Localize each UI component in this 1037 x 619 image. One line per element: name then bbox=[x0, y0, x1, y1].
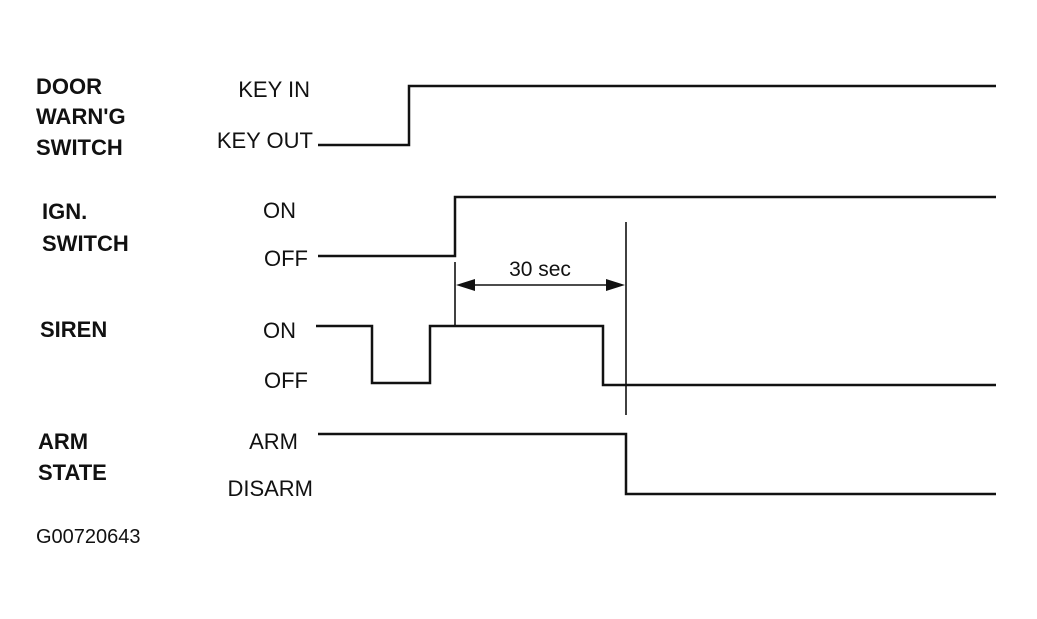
siren-signal-name-line-1: SIREN bbox=[40, 317, 107, 342]
siren-low-state-label: OFF bbox=[264, 368, 308, 393]
ignition-switch-row: IGN. SWITCH ON OFF bbox=[42, 195, 996, 271]
door-signal-name-line-1: DOOR bbox=[36, 74, 102, 99]
ign-low-state-label: OFF bbox=[264, 246, 308, 271]
left-arrowhead-icon bbox=[456, 279, 475, 291]
siren-trace bbox=[316, 324, 996, 387]
arm-signal-name-line-1: ARM bbox=[38, 429, 88, 454]
ignition-switch-trace bbox=[318, 195, 996, 258]
door-low-state-label: KEY OUT bbox=[217, 128, 313, 153]
door-switch-trace bbox=[318, 84, 996, 147]
interval-label: 30 sec bbox=[509, 258, 571, 281]
door-signal-name-line-3: SWITCH bbox=[36, 135, 123, 160]
arm-signal-name-line-2: STATE bbox=[38, 460, 107, 485]
siren-high-state-label: ON bbox=[263, 318, 296, 343]
siren-row: SIREN ON OFF bbox=[40, 317, 996, 393]
door-signal-name-line-2: WARN'G bbox=[36, 104, 126, 129]
arm-low-state-label: DISARM bbox=[227, 476, 313, 501]
arm-high-state-label: ARM bbox=[249, 429, 298, 454]
ign-high-state-label: ON bbox=[263, 198, 296, 223]
ign-signal-name-line-2: SWITCH bbox=[42, 231, 129, 256]
ign-signal-name-line-1: IGN. bbox=[42, 199, 87, 224]
door-high-state-label: KEY IN bbox=[238, 77, 310, 102]
arm-state-row: ARM STATE ARM DISARM bbox=[38, 429, 996, 501]
arm-state-trace bbox=[318, 432, 996, 496]
right-arrowhead-icon bbox=[606, 279, 625, 291]
figure-id: G00720643 bbox=[36, 526, 141, 548]
door-warning-switch-row: DOOR WARN'G SWITCH KEY IN KEY OUT bbox=[36, 74, 996, 160]
interval-dimension: 30 sec bbox=[454, 222, 627, 415]
